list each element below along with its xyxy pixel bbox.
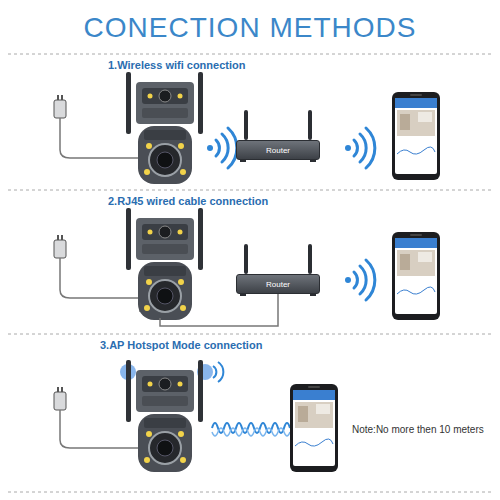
phone (392, 92, 440, 180)
power-adapter (54, 95, 150, 178)
camera (126, 208, 203, 320)
router-box: Router (236, 140, 320, 160)
separator (8, 190, 492, 191)
signal-wave (212, 428, 290, 436)
hotspot-small-waves (213, 362, 223, 382)
router-box: Router (236, 274, 320, 294)
separator (8, 492, 492, 493)
separator (8, 334, 492, 335)
router-label: Router (266, 280, 290, 289)
rj45-cable (160, 294, 278, 326)
wifi-waves (345, 260, 375, 300)
wifi-waves (345, 128, 375, 168)
phone (392, 232, 440, 320)
section-heading: 2.RJ45 wired cable connection (108, 195, 268, 207)
separator (8, 54, 492, 55)
phone (290, 384, 338, 472)
section-heading: 3.AP Hotspot Mode connection (100, 339, 262, 351)
router-label: Router (266, 146, 290, 155)
camera (126, 360, 203, 472)
wifi-waves (207, 128, 237, 168)
note-text: Note:No more then 10 meters (352, 424, 484, 435)
section-heading: 1.Wireless wifi connection (108, 59, 245, 71)
title: CONECTION METHODS (84, 12, 417, 44)
camera (126, 72, 203, 184)
